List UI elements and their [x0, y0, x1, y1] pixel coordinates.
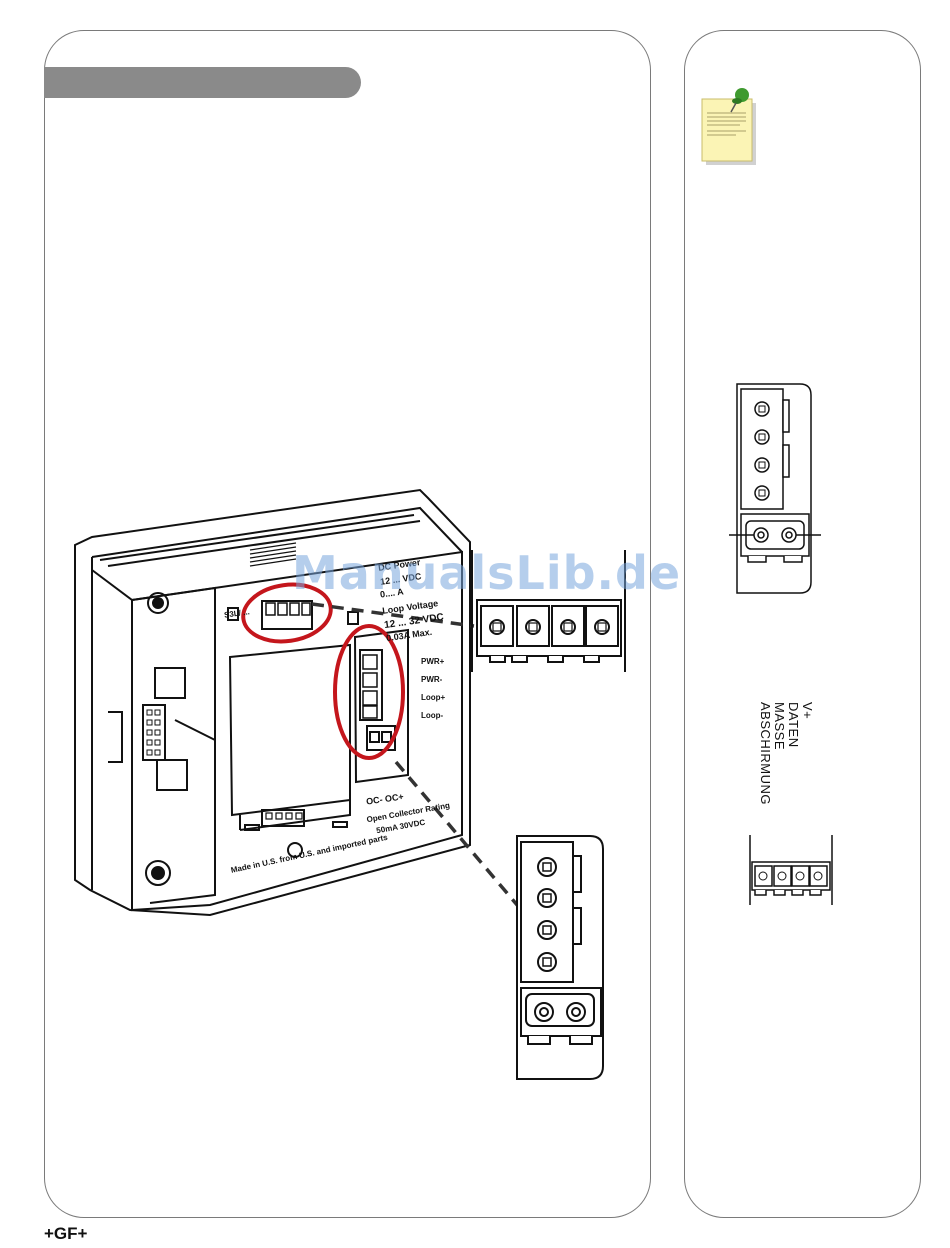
wire-labels: ABSCHIRMUNG MASSE DATEN V+ — [805, 702, 827, 852]
wire-label-daten: DATEN — [786, 702, 801, 748]
label-loop-plus: Loop+ — [421, 693, 445, 702]
label-pwr-plus: PWR+ — [421, 657, 444, 666]
sticky-note-icon — [702, 88, 756, 165]
label-pwr-minus: PWR- — [421, 675, 442, 684]
wire-label-masse: MASSE — [772, 702, 787, 750]
side-pluggable-connector — [729, 384, 821, 593]
watermark-text: ManualsLib.de — [292, 546, 681, 600]
wire-label-v-plus: V+ — [800, 702, 815, 719]
label-loop-minus: Loop- — [421, 711, 443, 720]
brand-logo: +GF+ — [44, 1224, 87, 1244]
wire-label-abschirmung: ABSCHIRMUNG — [758, 702, 773, 805]
zoom-pluggable-connectors — [517, 836, 603, 1079]
